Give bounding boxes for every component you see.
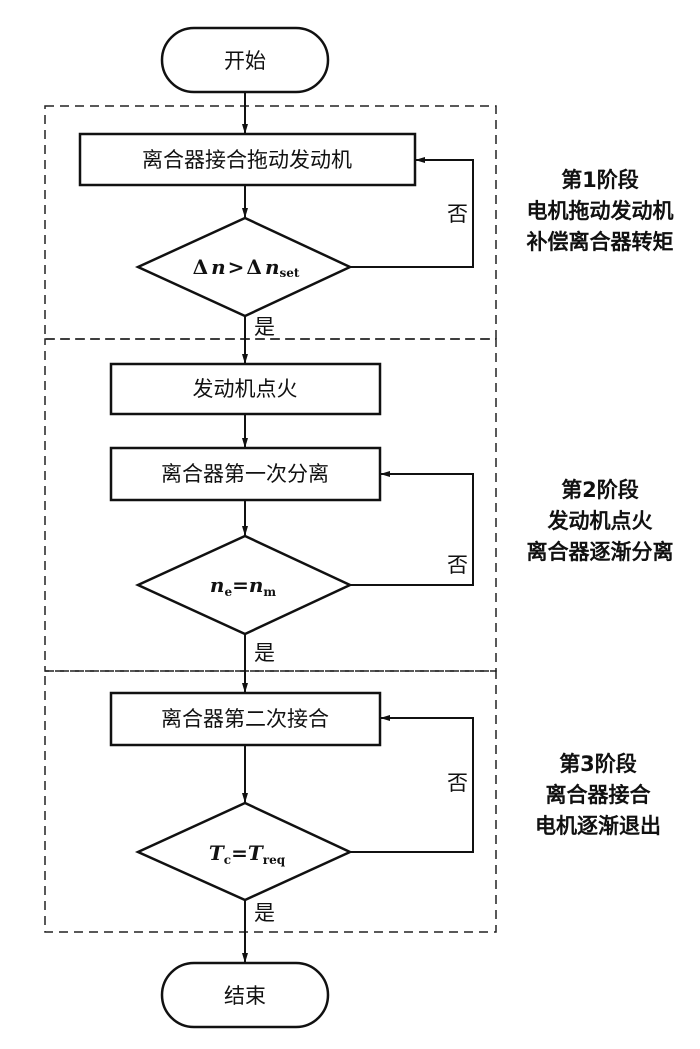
yes-label-d3: 是 xyxy=(254,901,275,925)
stage-1-line2: 补偿离合器转矩 xyxy=(526,230,674,254)
stage-1-region xyxy=(44,105,497,340)
process-clutch-first-separate-label: 离合器第一次分离 xyxy=(161,462,329,486)
stage-2-title: 第2阶段 xyxy=(561,478,639,502)
decision-speed-equal-label: ne=nm xyxy=(210,573,277,599)
stage-1-line1: 电机拖动发动机 xyxy=(527,199,674,223)
process-engine-ignite-label: 发动机点火 xyxy=(193,377,298,401)
stage-2-line1: 发动机点火 xyxy=(547,509,653,533)
yes-label-d2: 是 xyxy=(254,641,275,665)
start-label: 开始 xyxy=(224,49,266,73)
stage-2-line2: 离合器逐渐分离 xyxy=(527,540,674,564)
stage-3-region xyxy=(44,670,497,933)
loop-d3-no xyxy=(350,715,474,853)
end-terminal xyxy=(160,961,330,1029)
decision-torque-equal-label: Tc=Treq xyxy=(209,841,286,867)
loop-d1-no xyxy=(350,157,474,268)
stage-3-title: 第3阶段 xyxy=(559,752,637,776)
no-label-d1: 否 xyxy=(447,202,468,226)
loop-d2-no xyxy=(350,471,474,586)
process-clutch-second-engage-label: 离合器第二次接合 xyxy=(161,707,329,731)
process-clutch-drag-engine-label: 离合器接合拖动发动机 xyxy=(142,148,352,172)
yes-label-d1: 是 xyxy=(254,315,275,339)
stage-3-line2: 电机逐渐退出 xyxy=(535,814,661,838)
no-label-d3: 否 xyxy=(447,771,468,795)
end-label: 结束 xyxy=(224,984,266,1008)
stage-1-title: 第1阶段 xyxy=(561,168,639,192)
stage-3-line1: 离合器接合 xyxy=(546,783,652,807)
no-label-d2: 否 xyxy=(447,553,468,577)
